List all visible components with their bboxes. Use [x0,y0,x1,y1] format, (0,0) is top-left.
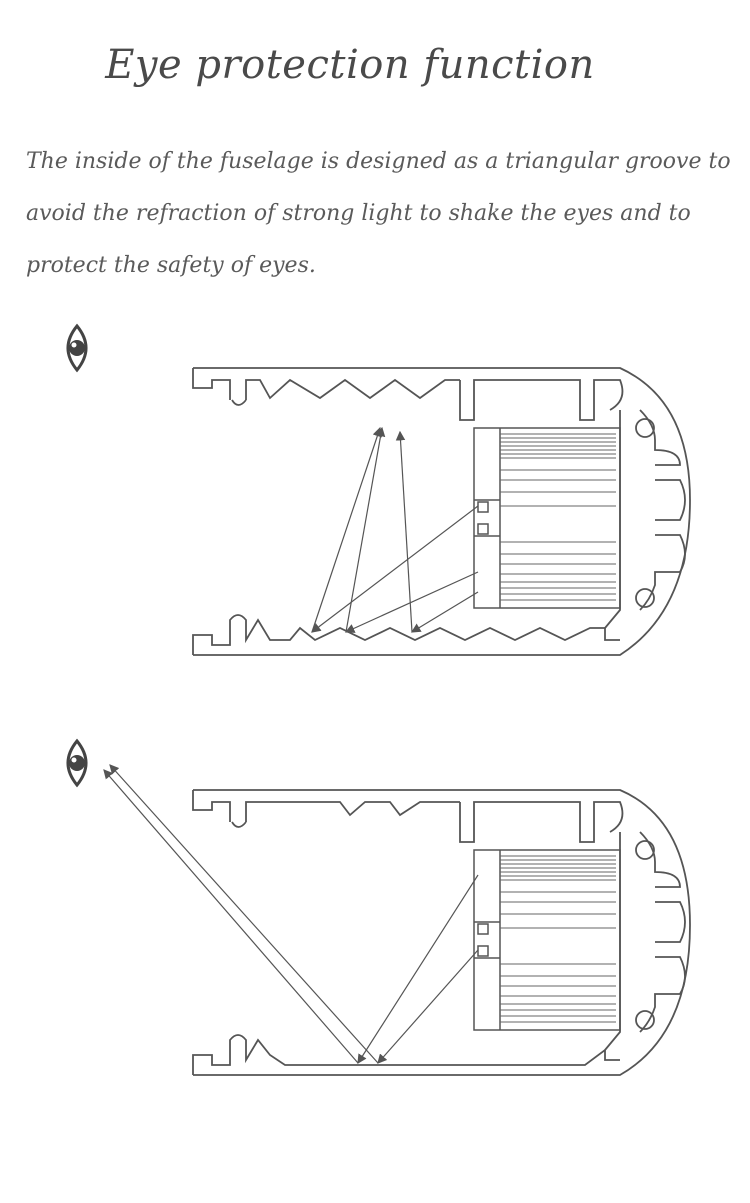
heat-fin-block [473,427,621,609]
heat-fin-lines [500,855,616,1023]
eye-icon [66,738,88,788]
page-title: Eye protection function [105,42,595,88]
profile-outline [192,367,691,656]
heat-fin-lines [500,433,616,601]
description-line-3: protect the safety of eyes. [26,253,316,278]
description-line-1: The inside of the fuselage is designed a… [26,149,731,174]
description-line-2: avoid the refraction of strong light to … [26,201,691,226]
description: The inside of the fuselage is designed a… [26,136,746,292]
profile-outline [192,789,691,1076]
grooved-profile-diagram [0,310,750,690]
heat-fin-block [473,849,621,1031]
eye-icon [66,323,88,373]
light-rays [311,426,479,633]
light-rays [103,764,479,1065]
flat-profile-diagram [0,725,750,1125]
